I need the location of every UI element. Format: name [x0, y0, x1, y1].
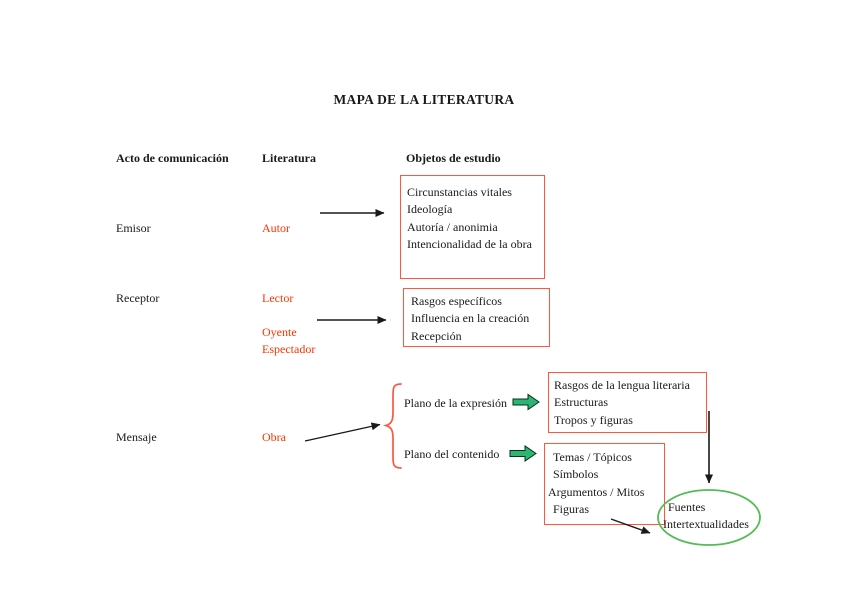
label-receptor: Receptor: [116, 291, 160, 305]
label-lector: Lector: [262, 291, 294, 305]
arrow-obra-to-brace-icon: [304, 422, 381, 442]
green-arrow-expresion-icon: [512, 393, 540, 411]
label-plano-contenido: Plano del contenido: [404, 447, 500, 461]
box-line: Estructuras: [554, 395, 608, 410]
label-oyente: Oyente: [262, 325, 297, 339]
box-line: Autoría / anonimia: [407, 219, 498, 234]
box-line: Temas / Tópicos: [553, 450, 632, 464]
page-title: MAPA DE LA LITERATURA: [333, 92, 515, 107]
label-emisor: Emisor: [116, 221, 151, 235]
box-line: Recepción: [411, 328, 462, 343]
box-expresion: Rasgos de la lengua literaria Estructura…: [548, 372, 707, 433]
ellipse-line-intertextualidades: Intertextualidades: [663, 517, 749, 531]
box-line: Tropos y figuras: [554, 412, 633, 427]
label-autor: Autor: [262, 221, 290, 235]
box-line: Figuras: [553, 501, 589, 516]
brace-obra-planos-icon: [383, 383, 402, 469]
box-line: Argumentos / Mitos: [548, 484, 645, 499]
box-line: Circunstancias vitales: [407, 185, 512, 199]
label-mensaje: Mensaje: [116, 430, 157, 444]
green-arrow-contenido-icon: [509, 445, 537, 462]
box-line: Intencionalidad de la obra: [407, 236, 532, 251]
box-contenido: Temas / Tópicos Símbolos Argumentos / Mi…: [544, 443, 665, 525]
label-plano-expresion: Plano de la expresión: [404, 396, 507, 410]
label-espectador: Espectador: [262, 342, 316, 356]
ellipse-line-fuentes: Fuentes: [668, 500, 706, 514]
box-line: Influencia en la creación: [411, 311, 530, 326]
column-header-literatura: Literatura: [262, 151, 316, 165]
box-line: Símbolos: [553, 467, 599, 482]
box-line: Ideología: [407, 202, 453, 217]
box-line: Rasgos de la lengua literaria: [554, 378, 690, 392]
column-header-objetos: Objetos de estudio: [406, 151, 501, 165]
box-autor-objetos: Circunstancias vitales Ideología Autoría…: [400, 175, 545, 279]
box-lector-objetos: Rasgos específicos Influencia en la crea…: [403, 288, 550, 347]
label-obra: Obra: [262, 430, 286, 444]
box-line: Rasgos específicos: [411, 294, 502, 308]
column-header-acto: Acto de comunicación: [116, 151, 229, 165]
